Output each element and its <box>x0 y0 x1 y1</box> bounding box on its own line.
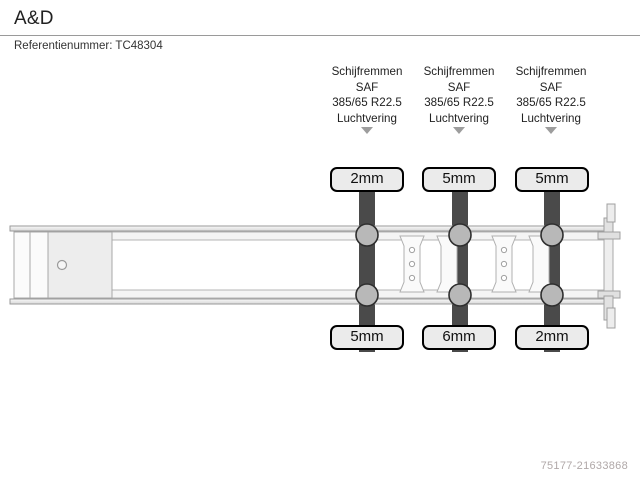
axle-brake-type: Schijfremmen <box>515 65 587 78</box>
axle-beams <box>359 178 560 352</box>
axle-brake-type: Schijfremmen <box>423 65 495 78</box>
axle-tire-size: 385/65 R22.5 <box>516 96 586 109</box>
axle-brake-type: Schijfremmen <box>331 65 403 78</box>
header-divider <box>0 35 640 36</box>
tread-depth-box-axle3-top: 5mm <box>515 167 589 192</box>
axle-spec-block-1: Schijfremmen SAF 385/65 R22.5 Luchtverin… <box>319 64 415 134</box>
reference-number: Referentienummer: TC48304 <box>14 40 163 52</box>
kingpin-plate-assembly <box>13 231 113 299</box>
trailer-chassis-diagram <box>0 150 640 380</box>
tread-depth-box-axle3-bottom: 2mm <box>515 325 589 350</box>
axle-make: SAF <box>447 80 471 94</box>
axle-spec-block-2: Schijfremmen SAF 385/65 R22.5 Luchtverin… <box>411 64 507 134</box>
tread-depth-box-axle1-top: 2mm <box>330 167 404 192</box>
suspension-hanger-3 <box>491 235 517 293</box>
watermark-id: 75177-21633868 <box>540 460 628 472</box>
kingpin-circle-icon <box>56 259 68 271</box>
axle-make: SAF <box>355 80 379 94</box>
tread-depth-box-axle2-top: 5mm <box>422 167 496 192</box>
triangle-down-icon <box>545 127 557 134</box>
axle-suspension: Luchtvering <box>521 111 581 125</box>
tread-depth-box-axle2-bottom: 6mm <box>422 325 496 350</box>
wheel-hubs <box>355 223 564 307</box>
tread-depth-box-axle1-bottom: 5mm <box>330 325 404 350</box>
suspension-hanger-1 <box>399 235 425 293</box>
axle-tire-size: 385/65 R22.5 <box>332 96 402 109</box>
axle-suspension: Luchtvering <box>429 111 489 125</box>
rear-bumper-assembly <box>597 203 621 329</box>
axle-tire-size: 385/65 R22.5 <box>424 96 494 109</box>
axle-make: SAF <box>539 80 563 94</box>
axle-spec-block-3: Schijfremmen SAF 385/65 R22.5 Luchtverin… <box>503 64 599 134</box>
axle-suspension: Luchtvering <box>337 111 397 125</box>
triangle-down-icon <box>361 127 373 134</box>
triangle-down-icon <box>453 127 465 134</box>
page-title: A&D <box>14 8 54 29</box>
